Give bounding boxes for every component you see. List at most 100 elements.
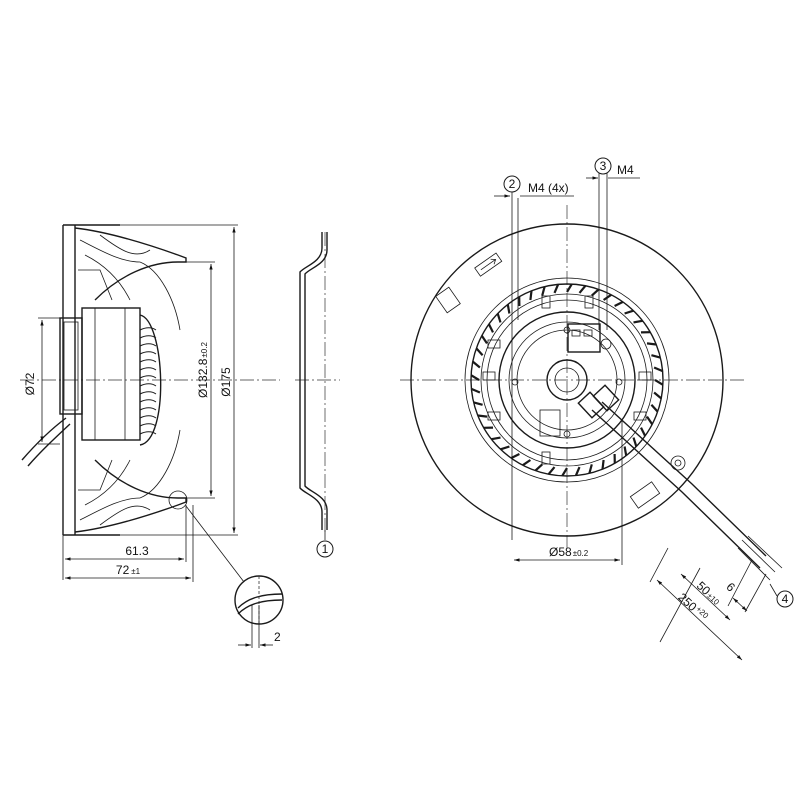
mount-slot (633, 411, 647, 421)
outer-flange (410, 223, 724, 537)
inner-ring-86 (480, 293, 654, 467)
mount-slot (487, 411, 501, 421)
impeller-ring (470, 283, 664, 477)
blade-slot (632, 437, 638, 447)
dim-m4: M4 (617, 163, 634, 177)
cert-label-1-frame (435, 286, 461, 314)
rotor-fin (139, 383, 157, 387)
rotor-fin (139, 423, 157, 427)
blade-slot (578, 285, 587, 294)
mount-hole (563, 430, 571, 438)
cable-gland (577, 391, 605, 419)
rotor-fin (139, 375, 157, 379)
rotor-ring (498, 311, 636, 449)
blade-slot (475, 347, 484, 356)
dim-dia-58-group: Ø58±0.2 (549, 545, 589, 559)
dim-len-72-tol: ±1 (131, 567, 140, 576)
rotor-fin (139, 399, 157, 403)
wire (737, 547, 771, 581)
front-view: M4 (4x) 2 M4 3 Ø58±0.2 6 50±10 250+20 (400, 157, 794, 661)
cable-gland-2 (592, 384, 620, 412)
dim-dia-72: Ø72 (23, 372, 37, 395)
rotation-arrow-icon (480, 258, 497, 271)
blade-slot (640, 427, 647, 437)
callout-4 (776, 590, 794, 608)
rotor-fin (139, 391, 157, 395)
blade-slot (646, 415, 654, 425)
ground-symbol-icon (670, 455, 686, 471)
dim-line-6 (732, 597, 748, 612)
cert-label-2-frame (629, 481, 661, 509)
blade-slot (653, 391, 662, 400)
terminal-block (567, 323, 601, 353)
rotation-arrow-frame (474, 252, 503, 277)
ground-symbol-inner (674, 459, 682, 467)
rotor-fins (139, 327, 157, 435)
rotor-fin (139, 367, 157, 371)
cable-out-2 (27, 423, 71, 467)
impeller-bottom-contour (74, 459, 187, 533)
rotor-fin (139, 359, 157, 363)
rotor-fin (139, 343, 157, 347)
blade-slot (566, 283, 573, 293)
dim-detail-2: 2 (274, 630, 281, 644)
rotor-fin (139, 327, 157, 331)
inlet-ring-outer (299, 232, 323, 530)
mount-slot (482, 371, 496, 381)
terminal (583, 329, 593, 337)
blade-slot (477, 414, 488, 418)
blade-slot (510, 453, 520, 460)
mount-slot (638, 371, 652, 381)
dim-dia-132-tol: ±0.2 (200, 342, 209, 358)
impeller-top-contour (74, 227, 187, 301)
blade-slot (561, 467, 568, 477)
hub-core (554, 367, 580, 393)
blade-line (139, 261, 181, 331)
blade-slot (547, 466, 556, 475)
detail-marker (168, 490, 188, 510)
callout-1-label: 1 (322, 542, 329, 556)
rotor-fin (139, 431, 157, 435)
dim-dia-132-group: Ø132.8±0.2 (196, 342, 210, 398)
blade-slot (480, 335, 488, 345)
blade-slot (591, 288, 600, 297)
blade-line (99, 234, 151, 255)
blade-slot (487, 323, 494, 333)
callout-1 (316, 540, 334, 558)
inlet-ring-inner (304, 232, 328, 530)
ext-line (649, 547, 669, 583)
dim-line-250 (656, 579, 743, 661)
mount-slot (487, 339, 501, 349)
cable-lower (601, 401, 767, 557)
callout-2 (503, 175, 521, 193)
blade-slot (470, 387, 481, 394)
blade-slot (553, 283, 560, 294)
dim-dia-58-tol: ±0.2 (573, 549, 589, 558)
blade-slot (602, 293, 612, 301)
rotation-arrow-label (474, 252, 503, 277)
dim-dia-58: Ø58 (549, 545, 572, 559)
ground-screw (600, 338, 612, 350)
blade-slot (534, 463, 543, 472)
blade-line (84, 459, 131, 506)
dim-len-72: 72 (116, 563, 130, 577)
mount-slot (584, 295, 594, 309)
cert-label-1 (435, 286, 461, 314)
rotor-fin (139, 407, 157, 411)
dim-dia-132: Ø132.8 (196, 358, 210, 398)
blade-slot (473, 401, 483, 406)
rotor-fin (139, 335, 157, 339)
callout-leader-4 (769, 583, 778, 597)
blade-slot (500, 445, 510, 451)
wire (747, 535, 783, 569)
wire (741, 539, 776, 573)
blade-slot (651, 354, 661, 359)
dim-len-61: 61.3 (125, 544, 149, 558)
detail-contour-2 (237, 599, 283, 615)
rotor-ring-inner (508, 321, 626, 439)
rotor-dome (139, 314, 162, 446)
impeller-blades (470, 283, 664, 477)
blade-slot (472, 360, 481, 369)
blade-slot (653, 366, 664, 373)
